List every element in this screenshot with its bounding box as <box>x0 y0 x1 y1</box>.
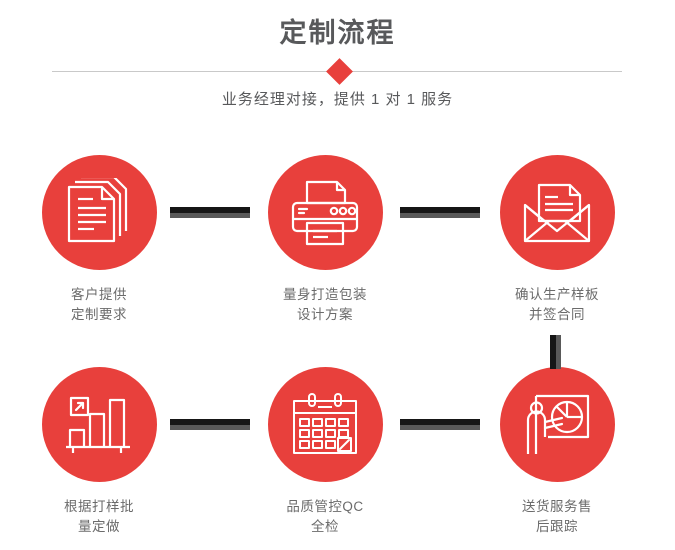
connector-bar-grey <box>170 425 250 430</box>
step-1-label-line1: 客户提供 <box>71 287 127 302</box>
step-3-label-line2: 并签合同 <box>529 307 585 322</box>
step-3-icon-circle <box>499 155 615 270</box>
connector-step2-step3 <box>400 207 480 218</box>
connector-bar-grey <box>170 213 250 218</box>
connector-bar-grey <box>556 335 561 369</box>
step-1-label-line2: 定制要求 <box>71 307 127 322</box>
envelope-letter-icon <box>522 181 592 245</box>
step-4-icon-circle <box>41 367 157 482</box>
connector-step3-step6 <box>550 335 561 369</box>
connector-step1-step2 <box>170 207 250 218</box>
presenter-pie-chart-icon <box>522 392 592 458</box>
connector-bar-dark <box>400 419 480 425</box>
step-6-label-line2: 后跟踪 <box>536 519 578 534</box>
flow-step-3[interactable]: 确认生产样板 并签合同 <box>472 155 642 325</box>
step-6-label-line1: 送货服务售 <box>522 499 592 514</box>
connector-bar-dark <box>400 207 480 213</box>
calendar-check-icon <box>290 392 360 457</box>
step-2-icon-circle <box>267 155 383 270</box>
flow-step-2[interactable]: 量身打造包装 设计方案 <box>240 155 410 325</box>
step-4-label: 根据打样批 量定做 <box>14 497 184 537</box>
step-6-label: 送货服务售 后跟踪 <box>472 497 642 537</box>
step-1-label: 客户提供 定制要求 <box>14 285 184 325</box>
connector-step5-step6 <box>400 419 480 430</box>
step-1-icon-circle <box>41 155 157 270</box>
step-4-label-line2: 量定做 <box>78 519 120 534</box>
step-3-label: 确认生产样板 并签合同 <box>472 285 642 325</box>
flow-step-5[interactable]: 品质管控QC 全检 <box>240 367 410 537</box>
step-6-icon-circle <box>499 367 615 482</box>
connector-bar-grey <box>400 425 480 430</box>
flow-step-1[interactable]: 客户提供 定制要求 <box>14 155 184 325</box>
title-divider <box>52 58 622 85</box>
flow-step-4[interactable]: 根据打样批 量定做 <box>14 367 184 537</box>
step-5-label: 品质管控QC 全检 <box>240 497 410 537</box>
step-3-label-line1: 确认生产样板 <box>515 287 599 302</box>
connector-bar-dark <box>170 419 250 425</box>
documents-stack-icon <box>66 177 132 248</box>
connector-step4-step5 <box>170 419 250 430</box>
connector-bar-grey <box>400 213 480 218</box>
printer-icon <box>290 179 360 247</box>
step-2-label: 量身打造包装 设计方案 <box>240 285 410 325</box>
page-subtitle: 业务经理对接，提供 1 对 1 服务 <box>221 91 454 108</box>
step-2-label-line1: 量身打造包装 <box>283 287 367 302</box>
connector-bar-dark <box>550 335 556 369</box>
step-4-label-line1: 根据打样批 <box>64 499 134 514</box>
page-title: 定制流程 <box>279 18 396 48</box>
step-5-label-line2: 全检 <box>311 519 339 534</box>
page-header: 定制流程 业务经理对接，提供 1 对 1 服务 <box>0 0 675 130</box>
connector-bar-dark <box>170 207 250 213</box>
flow-step-6[interactable]: 送货服务售 后跟踪 <box>472 367 642 537</box>
step-2-label-line2: 设计方案 <box>297 307 353 322</box>
bar-chart-growth-icon <box>66 393 132 457</box>
step-5-label-line1: 品质管控QC <box>286 499 364 514</box>
step-5-icon-circle <box>267 367 383 482</box>
